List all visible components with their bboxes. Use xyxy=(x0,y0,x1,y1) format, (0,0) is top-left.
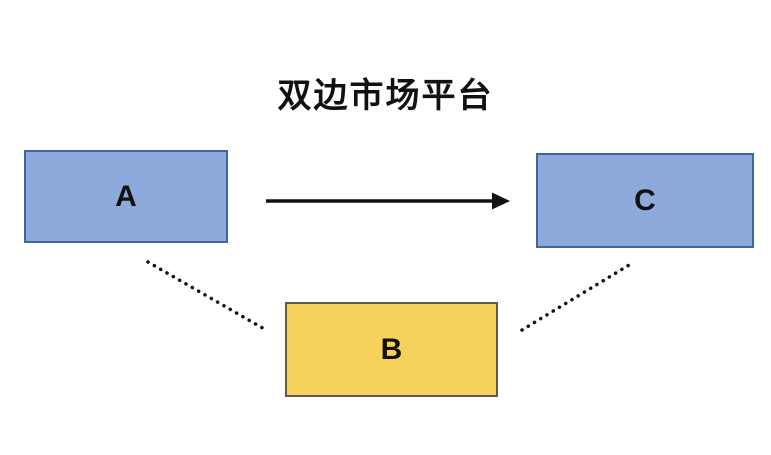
edge-a-to-c-arrowhead-icon xyxy=(492,192,510,210)
edge-b-to-c-dotted-line xyxy=(520,260,636,332)
edge-a-to-b-dotted-line xyxy=(146,260,268,332)
node-box-a: A xyxy=(24,150,228,243)
node-label-c: C xyxy=(634,183,656,217)
diagram-title: 双边市场平台 xyxy=(277,77,494,115)
node-box-c: C xyxy=(536,153,754,248)
node-label-b: B xyxy=(380,332,403,366)
node-box-b: B xyxy=(285,302,498,397)
node-label-a: A xyxy=(115,179,137,213)
